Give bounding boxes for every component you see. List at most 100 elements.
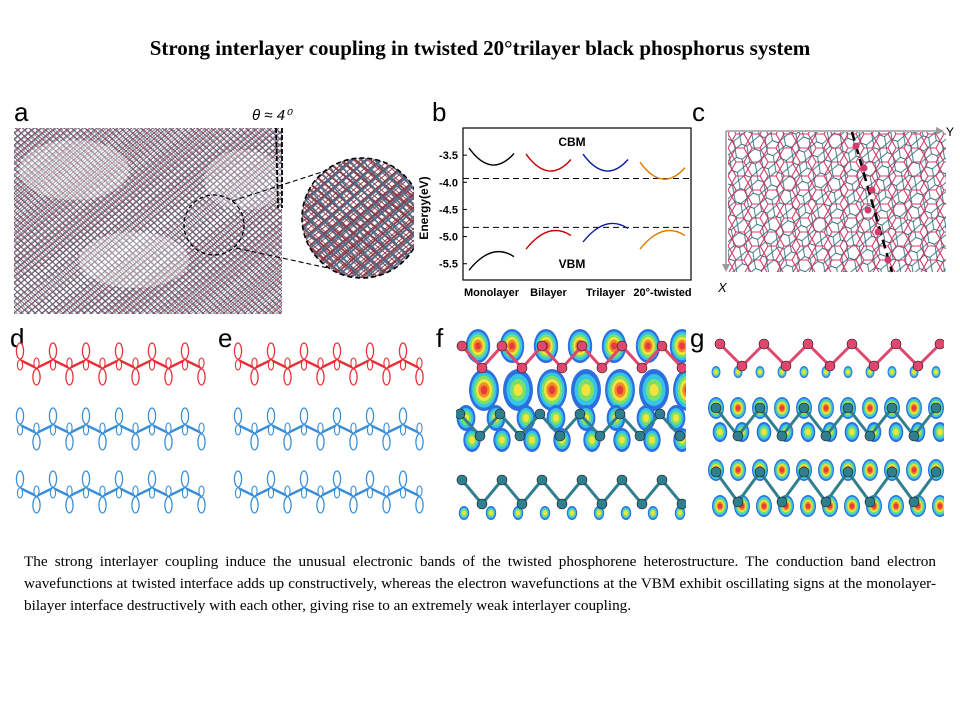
panel-label-g: g [690,323,705,353]
x-category-label: 20°-twisted [633,287,691,299]
orbital-lobe [233,342,243,360]
density-contour [623,510,629,516]
orbital-lobe [131,368,140,386]
orbital-lobe [49,424,57,436]
atom-sphere [474,430,486,442]
orbital-lobe [317,357,324,369]
atom-sphere [494,408,506,420]
atom-sphere [868,360,880,372]
density-contour [761,503,767,509]
orbital-lobe [383,422,390,434]
charge-density-f [456,318,686,523]
orbital-lobe [15,470,25,488]
orbital-lobe [16,487,24,499]
density-contour [589,436,595,444]
orbital-lobe [398,342,408,360]
orbital-lobe [48,407,58,425]
orbital-lobe [32,496,41,514]
orbital-lobe [300,359,308,371]
orbital-lobe [316,496,325,514]
orbital-lobe [251,422,258,434]
orbital-lobe [33,485,40,497]
density-contour [911,405,917,411]
orbital-lobe [416,422,423,434]
density-contour [469,436,475,444]
orbital-lobe [147,342,157,360]
orbital-lobe [66,422,73,434]
orbital-lobe [316,433,325,451]
panel-label-f: f [436,323,444,353]
atom-sphere [754,466,766,478]
orbital-lobe [32,368,41,386]
orbital-lobe [383,357,390,369]
orbital-lobe [234,424,242,436]
atom-sphere [846,338,858,350]
orbital-lobe [131,433,140,451]
density-contour [846,369,850,375]
orbital-lobe [399,487,407,499]
atomic-layer-bonds [237,358,421,370]
orbital-lobe [180,407,190,425]
orbital-lobe [32,433,41,451]
orbital-lobe [267,424,275,436]
density-contour [679,342,685,350]
y-tick-label: -3.5 [439,150,458,162]
density-contour [893,428,899,436]
atom-sphere [754,402,766,414]
orbital-lobe [250,433,259,451]
orbital-lobe [98,368,107,386]
density-contour [645,342,651,350]
orbital-lobe [99,422,106,434]
atom-sphere [798,466,810,478]
slide-title: Strong interlayer coupling in twisted 20… [149,36,811,60]
orbital-lobe [16,359,24,371]
orbital-lobe [15,342,25,360]
panel-label-b: b [432,97,447,127]
orbital-schematic-e [233,342,424,514]
x-category-label: Bilayer [530,287,567,299]
density-contour [868,369,872,375]
density-contour [937,428,943,436]
orbital-lobe [99,485,106,497]
y-tick-label: -4.0 [439,177,458,189]
atom-sphere [456,474,468,486]
atom-sphere [776,430,788,442]
atom-sphere [476,498,488,510]
orbital-lobe [65,496,74,514]
density-contour [867,467,873,473]
atom-sphere [714,338,726,350]
orbital-lobe [147,470,157,488]
orbital-lobe [131,496,140,514]
density-contour [649,384,659,396]
density-contour [867,405,873,411]
atom-sphere [908,430,920,442]
orbital-lobe [332,407,342,425]
atom-sphere [596,362,608,374]
orbital-lobe [98,433,107,451]
density-contour [677,510,683,516]
y-tick-label: -5.5 [439,259,458,271]
orbital-lobe [15,407,25,425]
orbital-lobe [332,342,342,360]
atom-sphere [516,362,528,374]
orbital-lobe [366,487,374,499]
density-contour [488,510,494,516]
atom-sphere [890,338,902,350]
orbital-lobe [250,368,259,386]
y-tick-label: -5.0 [439,232,458,244]
orbital-lobe [300,424,308,436]
density-contour [802,369,806,375]
atom-sphere [934,338,944,350]
density-contour [805,428,811,436]
conduction-band-curve [525,153,572,172]
atom-sphere [556,362,568,374]
atom-sphere [798,402,810,414]
density-contour [735,467,741,473]
density-contour [937,503,943,509]
orbital-lobe [416,357,423,369]
orbital-lobe [382,368,391,386]
orbital-lobe [197,433,206,451]
y-axis-label-c: Y [946,125,954,139]
orbital-lobe [181,424,189,436]
density-contour [736,369,740,375]
